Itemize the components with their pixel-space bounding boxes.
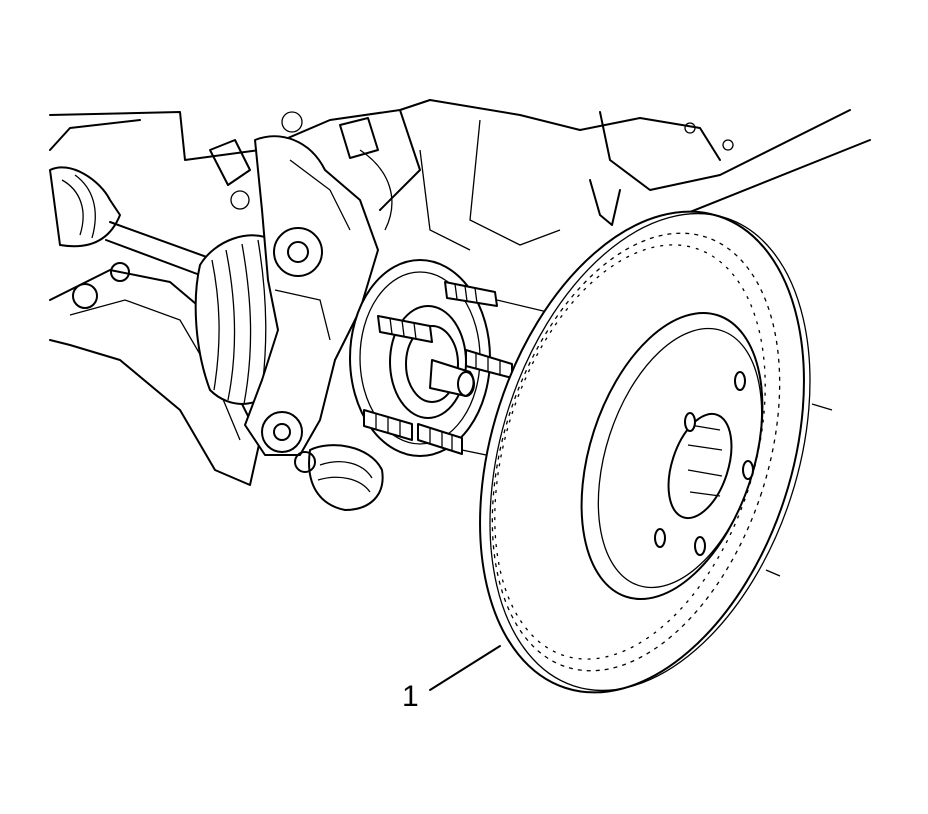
brake-rotor <box>479 210 811 694</box>
steering-knuckle <box>244 135 379 456</box>
axle-shaft <box>49 166 216 279</box>
cv-joint-boot <box>194 234 283 405</box>
callout-number-1: 1 <box>402 680 419 713</box>
callout-1-leader <box>429 645 501 691</box>
rotor-lug-holes <box>654 371 754 556</box>
wheel-stud <box>377 315 433 343</box>
wheel-stud <box>363 409 413 441</box>
wheel-stud <box>444 281 498 307</box>
ball-joint <box>294 444 384 511</box>
wheel-studs <box>363 281 513 455</box>
wheel-stud <box>417 423 463 455</box>
chassis-background <box>49 99 871 251</box>
